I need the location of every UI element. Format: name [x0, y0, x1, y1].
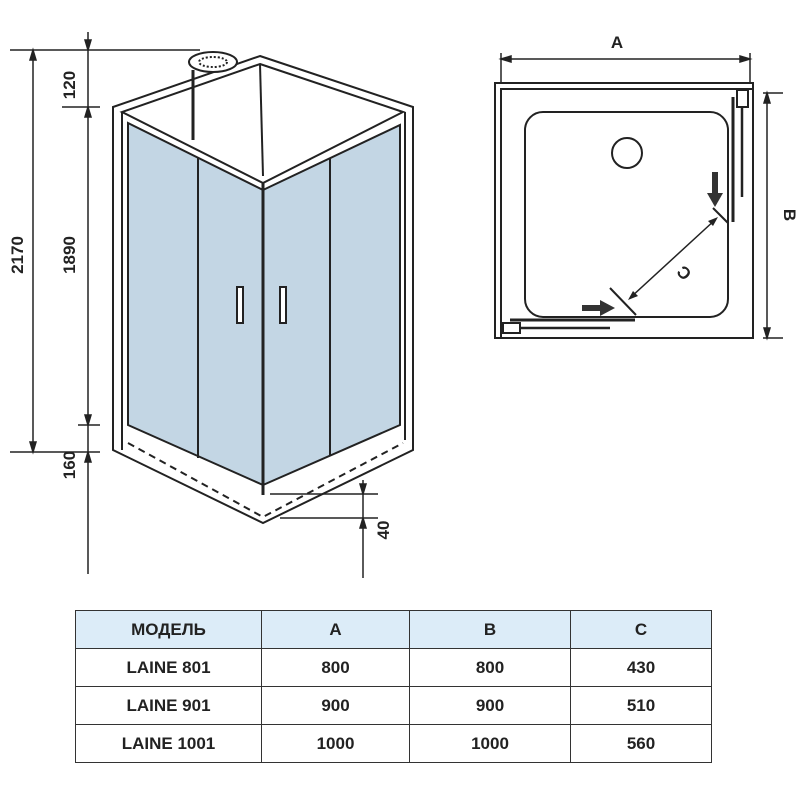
dim-top-gap: 120 [60, 71, 79, 99]
cell-c: 430 [570, 648, 712, 687]
right-hinge [736, 89, 749, 108]
cell-a: 1000 [261, 724, 410, 763]
plan-view [494, 53, 783, 341]
left-door-handle [236, 286, 244, 324]
arrow-right-icon [582, 300, 615, 316]
cell-model: LAINE 901 [75, 686, 262, 725]
header-c: C [570, 610, 712, 649]
dim-bottom-gap: 160 [60, 451, 79, 479]
header-a: A [261, 610, 410, 649]
label-a: A [611, 33, 623, 52]
header-model: МОДЕЛЬ [75, 610, 262, 649]
label-b: B [780, 209, 799, 221]
entry-dimension-line [629, 218, 717, 299]
plan-outer [494, 82, 754, 339]
cell-b: 1000 [409, 724, 571, 763]
shower-cabin-diagram: 2170 1890 120 160 40 [8, 32, 799, 578]
cabin-perspective [112, 51, 414, 525]
height-dimensions [10, 32, 378, 578]
cell-model: LAINE 1001 [75, 724, 262, 763]
header-b: B [409, 610, 571, 649]
cell-b: 900 [409, 686, 571, 725]
arrow-down-icon [707, 172, 723, 207]
back-corner-line [259, 63, 264, 177]
door-end-mark-bottom [609, 287, 637, 316]
door-end-mark-right [712, 207, 729, 224]
tray-basin [524, 111, 729, 318]
model-dimensions-table: МОДЕЛЬ A B C LAINE 801 800 800 430 LAINE… [75, 610, 712, 763]
plan-inner-edge [500, 88, 753, 338]
plan-dimensions [498, 53, 783, 341]
cell-c: 560 [570, 724, 712, 763]
drain-icon [611, 137, 643, 169]
dim-door-height: 1890 [60, 236, 79, 274]
table-row: LAINE 901 900 900 510 [75, 686, 712, 725]
shower-head-icon [188, 51, 238, 73]
cell-c: 510 [570, 686, 712, 725]
table-row: LAINE 801 800 800 430 [75, 648, 712, 687]
dim-tray-height: 40 [374, 521, 393, 540]
bottom-hinge [502, 322, 521, 334]
table-header-row: МОДЕЛЬ A B C [75, 610, 712, 649]
cell-model: LAINE 801 [75, 648, 262, 687]
tray-dashed-outline [127, 442, 404, 519]
label-c: C [673, 262, 695, 284]
dim-total-height: 2170 [8, 236, 27, 274]
right-door-handle [279, 286, 287, 324]
cell-a: 800 [261, 648, 410, 687]
cell-b: 800 [409, 648, 571, 687]
table-row: LAINE 1001 1000 1000 560 [75, 724, 712, 763]
cell-a: 900 [261, 686, 410, 725]
